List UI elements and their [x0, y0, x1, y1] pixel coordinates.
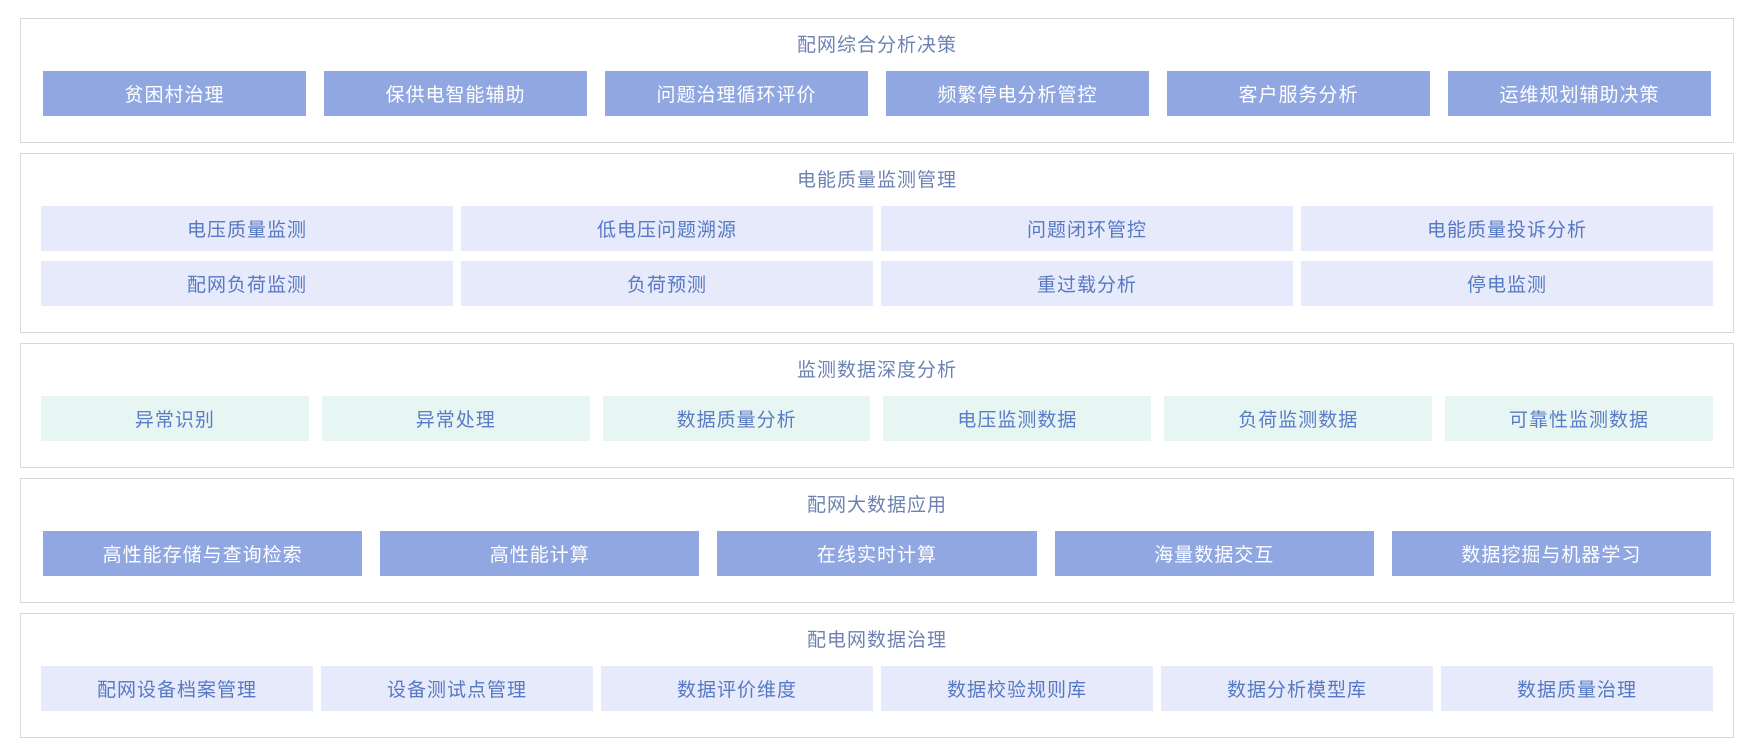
module-tile[interactable]: 可靠性监测数据: [1445, 396, 1713, 441]
module-tile[interactable]: 异常识别: [41, 396, 309, 441]
section-rows: 异常识别异常处理数据质量分析电压监测数据负荷监测数据可靠性监测数据: [41, 396, 1713, 441]
section-title: 配电网数据治理: [806, 630, 947, 651]
tile-row: 高性能存储与查询检索高性能计算在线实时计算海量数据交互数据挖掘与机器学习: [41, 531, 1713, 576]
module-tile[interactable]: 负荷监测数据: [1164, 396, 1433, 441]
tile-row: 异常识别异常处理数据质量分析电压监测数据负荷监测数据可靠性监测数据: [41, 396, 1713, 441]
module-tile[interactable]: 数据质量治理: [1441, 666, 1713, 711]
module-tile[interactable]: 重过载分析: [881, 261, 1293, 306]
module-tile[interactable]: 运维规划辅助决策: [1448, 71, 1711, 116]
section-title: 监测数据深度分析: [796, 360, 957, 381]
section-title: 配网综合分析决策: [796, 35, 957, 56]
module-tile[interactable]: 数据分析模型库: [1161, 666, 1433, 711]
section-title: 电能质量监测管理: [796, 170, 957, 191]
tile-row: 电压质量监测低电压问题溯源问题闭环管控电能质量投诉分析: [41, 206, 1713, 251]
module-tile[interactable]: 低电压问题溯源: [461, 206, 873, 251]
module-tile[interactable]: 电压质量监测: [41, 206, 453, 251]
section-power-quality-monitoring: 电能质量监测管理 电压质量监测低电压问题溯源问题闭环管控电能质量投诉分析配网负荷…: [20, 153, 1734, 333]
tile-row: 配网设备档案管理设备测试点管理数据评价维度数据校验规则库数据分析模型库数据质量治…: [41, 666, 1713, 711]
module-map: 配网综合分析决策 贫困村治理保供电智能辅助问题治理循环评价频繁停电分析管控客户服…: [20, 18, 1734, 738]
section-comprehensive-analysis-decision: 配网综合分析决策 贫困村治理保供电智能辅助问题治理循环评价频繁停电分析管控客户服…: [20, 18, 1734, 143]
section-rows: 电压质量监测低电压问题溯源问题闭环管控电能质量投诉分析配网负荷监测负荷预测重过载…: [41, 206, 1713, 306]
module-tile[interactable]: 异常处理: [321, 396, 590, 441]
module-tile[interactable]: 高性能存储与查询检索: [43, 531, 363, 576]
module-tile[interactable]: 贫困村治理: [43, 71, 306, 116]
module-tile[interactable]: 数据质量分析: [602, 396, 871, 441]
module-tile[interactable]: 在线实时计算: [717, 531, 1037, 576]
section-rows: 高性能存储与查询检索高性能计算在线实时计算海量数据交互数据挖掘与机器学习: [41, 531, 1713, 576]
module-tile[interactable]: 海量数据交互: [1054, 531, 1374, 576]
module-tile[interactable]: 负荷预测: [461, 261, 873, 306]
module-tile[interactable]: 数据校验规则库: [881, 666, 1153, 711]
tile-row: 配网负荷监测负荷预测重过载分析停电监测: [41, 261, 1713, 306]
section-data-governance: 配电网数据治理 配网设备档案管理设备测试点管理数据评价维度数据校验规则库数据分析…: [20, 613, 1734, 738]
module-tile[interactable]: 问题治理循环评价: [605, 71, 868, 116]
section-rows: 配网设备档案管理设备测试点管理数据评价维度数据校验规则库数据分析模型库数据质量治…: [41, 666, 1713, 711]
module-tile[interactable]: 保供电智能辅助: [324, 71, 587, 116]
module-tile[interactable]: 问题闭环管控: [881, 206, 1293, 251]
module-tile[interactable]: 配网设备档案管理: [41, 666, 313, 711]
module-tile[interactable]: 电能质量投诉分析: [1301, 206, 1713, 251]
module-tile[interactable]: 客户服务分析: [1167, 71, 1430, 116]
section-title: 配网大数据应用: [806, 495, 947, 516]
module-tile[interactable]: 数据评价维度: [601, 666, 873, 711]
module-tile[interactable]: 电压监测数据: [883, 396, 1152, 441]
section-big-data-application: 配网大数据应用 高性能存储与查询检索高性能计算在线实时计算海量数据交互数据挖掘与…: [20, 478, 1734, 603]
section-monitoring-data-deep-analysis: 监测数据深度分析 异常识别异常处理数据质量分析电压监测数据负荷监测数据可靠性监测…: [20, 343, 1734, 468]
tile-row: 贫困村治理保供电智能辅助问题治理循环评价频繁停电分析管控客户服务分析运维规划辅助…: [41, 71, 1713, 116]
section-rows: 贫困村治理保供电智能辅助问题治理循环评价频繁停电分析管控客户服务分析运维规划辅助…: [41, 71, 1713, 116]
module-tile[interactable]: 频繁停电分析管控: [886, 71, 1149, 116]
module-tile[interactable]: 停电监测: [1301, 261, 1713, 306]
module-tile[interactable]: 高性能计算: [380, 531, 700, 576]
module-tile[interactable]: 数据挖掘与机器学习: [1391, 531, 1712, 576]
module-tile[interactable]: 设备测试点管理: [321, 666, 593, 711]
module-tile[interactable]: 配网负荷监测: [41, 261, 453, 306]
